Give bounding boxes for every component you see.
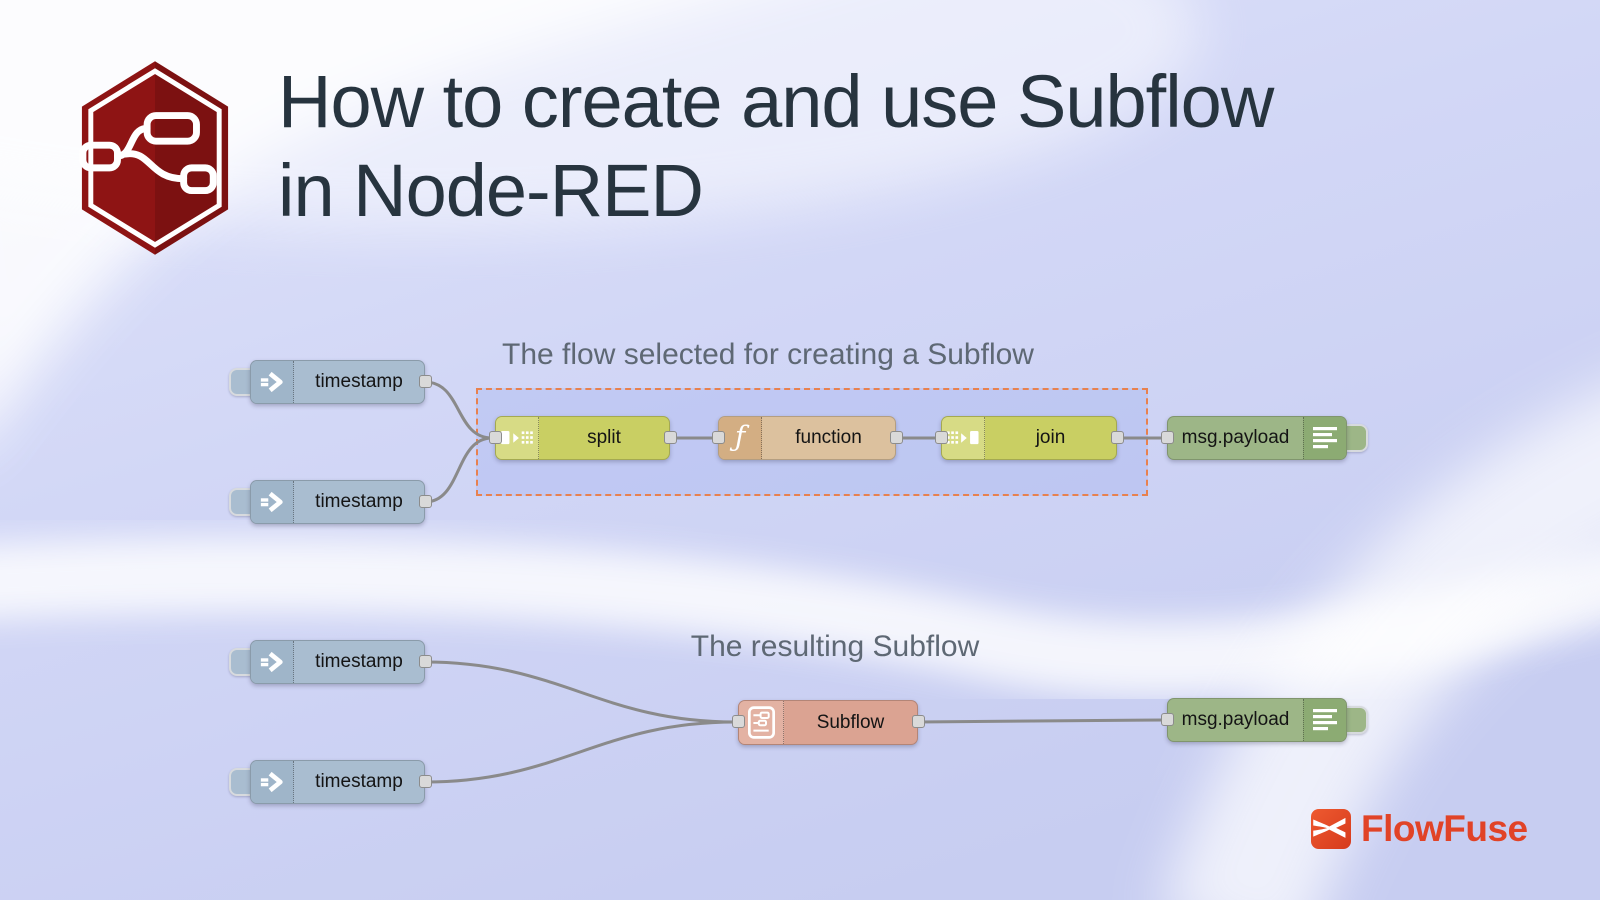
inject-node-timestamp: timestamp bbox=[250, 360, 425, 404]
inject-icon-band bbox=[251, 761, 294, 803]
output-port bbox=[419, 655, 432, 668]
flowfuse-icon bbox=[1311, 809, 1351, 849]
debug-lines-icon bbox=[1313, 427, 1337, 449]
subflow-icon-band bbox=[739, 701, 784, 744]
bottom-flow-caption: The resulting Subflow bbox=[690, 630, 980, 663]
inject-arrow-icon bbox=[260, 491, 283, 513]
function-node: ƒ function bbox=[718, 416, 896, 460]
debug-icon-band bbox=[1303, 417, 1346, 459]
output-port bbox=[1111, 431, 1124, 444]
join-node: join bbox=[941, 416, 1117, 460]
inject-icon-band bbox=[251, 641, 294, 683]
inject-node-timestamp: timestamp bbox=[250, 640, 425, 684]
inject-arrow-icon bbox=[260, 371, 283, 393]
inject-node-timestamp: timestamp bbox=[250, 480, 425, 524]
function-icon-band: ƒ bbox=[719, 417, 762, 459]
node-label: timestamp bbox=[315, 771, 403, 792]
subflow-node: Subflow bbox=[738, 700, 918, 745]
node-label: timestamp bbox=[315, 491, 403, 512]
output-port bbox=[419, 775, 432, 788]
subflow-icon bbox=[747, 706, 775, 739]
node-label: join bbox=[1035, 427, 1066, 448]
page-title-line1: How to create and use Subflow bbox=[278, 60, 1274, 143]
inject-icon-band bbox=[251, 361, 294, 403]
output-port bbox=[419, 375, 432, 388]
input-port bbox=[1161, 713, 1174, 726]
input-port bbox=[489, 431, 502, 444]
split-icon-band bbox=[496, 417, 539, 459]
node-label: timestamp bbox=[315, 371, 403, 392]
debug-lines-icon bbox=[1313, 709, 1337, 731]
output-port bbox=[419, 495, 432, 508]
debug-node-msg-payload: msg.payload bbox=[1167, 698, 1347, 742]
flowfuse-logo: FlowFuse bbox=[1311, 808, 1528, 850]
input-port bbox=[712, 431, 725, 444]
node-label: Subflow bbox=[816, 711, 885, 733]
output-port bbox=[912, 715, 925, 728]
inject-node-timestamp: timestamp bbox=[250, 760, 425, 804]
inject-icon-band bbox=[251, 481, 294, 523]
inject-arrow-icon bbox=[260, 651, 283, 673]
input-port bbox=[732, 715, 745, 728]
node-label: msg.payload bbox=[1181, 427, 1290, 448]
node-label: timestamp bbox=[315, 651, 403, 672]
join-icon-band bbox=[942, 417, 985, 459]
node-red-logo bbox=[79, 61, 229, 255]
page-title: How to create and use Subflow in Node-RE… bbox=[278, 58, 1274, 236]
node-label: function bbox=[795, 427, 862, 448]
output-port bbox=[664, 431, 677, 444]
svg-text:ƒ: ƒ bbox=[729, 424, 750, 452]
node-label: split bbox=[587, 427, 621, 448]
split-node: split bbox=[495, 416, 670, 460]
function-icon: ƒ bbox=[729, 424, 750, 452]
inject-arrow-icon bbox=[260, 771, 283, 793]
join-icon bbox=[947, 430, 979, 445]
split-icon bbox=[501, 430, 533, 445]
node-label: msg.payload bbox=[1181, 709, 1290, 730]
input-port bbox=[935, 431, 948, 444]
page-title-line2: in Node-RED bbox=[278, 148, 704, 232]
input-port bbox=[1161, 431, 1174, 444]
output-port bbox=[890, 431, 903, 444]
debug-icon-band bbox=[1303, 699, 1346, 741]
top-flow-caption: The flow selected for creating a Subflow bbox=[502, 338, 1034, 371]
debug-node-msg-payload: msg.payload bbox=[1167, 416, 1347, 460]
flowfuse-wordmark: FlowFuse bbox=[1361, 808, 1528, 849]
